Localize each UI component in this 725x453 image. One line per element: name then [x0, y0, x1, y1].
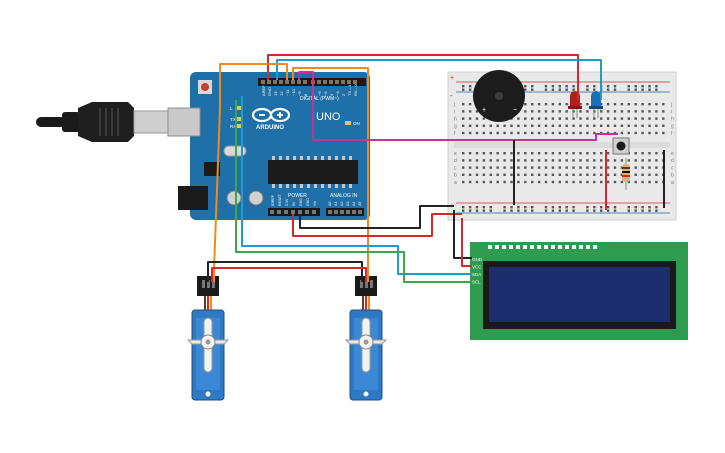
- digital-pin-label: ~11: [285, 89, 290, 96]
- servo-motor-icon-left: [186, 276, 230, 401]
- breadboard-row-letter: j: [453, 102, 455, 108]
- led-label-tx: TX: [230, 117, 236, 122]
- analog-pin-label: A0: [328, 202, 332, 206]
- breadboard-holes: [462, 85, 665, 212]
- power-pin-label: Vin: [313, 201, 317, 206]
- wire-magenta-button: [298, 71, 618, 141]
- breadboard-row-letter: e: [671, 151, 674, 157]
- digital-pin-label: GND: [267, 87, 272, 96]
- wire-servo-left-signal: [213, 63, 288, 282]
- breadboard-row-letter: g: [454, 124, 457, 130]
- wire-lcd-vcc: [461, 218, 472, 267]
- digital-pin-label: ~10: [291, 88, 296, 96]
- digital-pin-label: ~9: [297, 91, 302, 96]
- wire-servo-power: [211, 267, 367, 282]
- digital-pin-label: RX←0: [353, 83, 358, 96]
- resistor-icon: [622, 158, 630, 190]
- breadboard-row-letter: h: [671, 116, 674, 122]
- breadboard-row-letter: a: [454, 180, 457, 186]
- power-pin-label: RESET: [278, 193, 282, 206]
- pushbutton-icon: [612, 137, 630, 155]
- wire-gnd-rail: [299, 205, 454, 229]
- arduino-model: UNO: [316, 111, 341, 123]
- digital-pin-label: TX→1: [347, 84, 352, 96]
- wire-blue-led: [276, 59, 602, 100]
- breadboard-row-letter: b: [671, 173, 674, 179]
- wire-lcd-gnd: [453, 210, 472, 259]
- breadboard-row-letter: e: [454, 151, 457, 157]
- led-label-on: ON: [353, 121, 360, 126]
- digital-pin-label: ~6: [317, 91, 322, 96]
- wire-lcd-scl: [235, 100, 472, 283]
- led-label-rx: RX: [230, 124, 236, 129]
- breadboard-row-letter: b: [454, 173, 457, 179]
- servo-motor-icon-right: [344, 276, 388, 401]
- wire-red-led: [267, 54, 579, 100]
- breadboard-row-letter: i: [671, 109, 672, 115]
- svg-text:−: −: [513, 107, 517, 114]
- power-pin-label: 5V: [292, 201, 296, 206]
- digital-header-label: DIGITAL (PWM~): [300, 96, 339, 102]
- arduino-brand: ARDUINO: [256, 125, 284, 131]
- breadboard-row-letter: g: [671, 124, 674, 130]
- wire-5v-rail: [292, 213, 462, 237]
- digital-pin-label: 2: [341, 93, 346, 96]
- power-pin-label: 3.3V: [285, 198, 289, 206]
- digital-pin-label: ~3: [335, 91, 340, 96]
- arduino-logo-icon: [251, 107, 291, 123]
- digital-pin-label: 12: [279, 91, 284, 96]
- analog-header-label: ANALOG IN: [330, 193, 358, 199]
- analog-pin-label: A5: [358, 202, 362, 206]
- lcd-pin-labels: GND VCC SDA SCL: [472, 257, 483, 285]
- power-pin-label: GND: [306, 198, 310, 206]
- breadboard-row-letter: a: [671, 180, 674, 186]
- red-led-icon: [568, 91, 582, 118]
- breadboard-row-letter: c: [671, 165, 674, 171]
- analog-pin-label: A1: [334, 202, 338, 206]
- blue-led-icon: [589, 91, 603, 118]
- breadboard-row-letter: d: [671, 158, 674, 164]
- breadboard-row-letter: f: [671, 131, 673, 137]
- wire-servo-gnd: [207, 261, 363, 282]
- digital-pin-label: 8: [303, 93, 308, 96]
- breadboard-row-letter: h: [454, 116, 457, 122]
- lcd-pin-label: SDA: [472, 272, 481, 277]
- wire-lcd-sda: [241, 96, 472, 275]
- breadboard-row-letter: i: [454, 109, 455, 115]
- lcd-i2c-module: GND VCC SDA SCL: [470, 242, 688, 340]
- breadboard-row-letter: d: [454, 158, 457, 164]
- power-header-label: POWER: [288, 193, 307, 199]
- breadboard-row-letter: j: [670, 102, 672, 108]
- piezo-buzzer-icon: + −: [473, 70, 525, 122]
- digital-pin-label: AREF: [261, 85, 266, 96]
- analog-pin-label: A2: [340, 202, 344, 206]
- breadboard-row-letter: c: [454, 165, 457, 171]
- lcd-pin-label: VCC: [472, 265, 482, 270]
- wire-servo-right-signal: [292, 67, 369, 282]
- lcd-pin-label: GND: [472, 257, 483, 262]
- digital-pin-label: ~5: [323, 91, 328, 96]
- digital-pin-label: 13: [273, 91, 278, 96]
- analog-pin-label: A4: [352, 202, 356, 206]
- svg-text:+: +: [482, 107, 486, 114]
- breadboard-plus-top: +: [450, 75, 454, 82]
- led-label-l: L: [230, 106, 233, 111]
- power-pin-label: IOREF: [271, 194, 275, 206]
- wires: [207, 54, 665, 283]
- analog-pin-label: A3: [346, 202, 350, 206]
- lcd-pin-label: SCL: [472, 280, 481, 285]
- breadboard-row-letter: f: [454, 131, 456, 137]
- breadboard-minus-top: -: [450, 91, 453, 100]
- power-pin-label: GND: [299, 198, 303, 206]
- digital-pin-label: 4: [329, 93, 334, 96]
- usb-cable-icon: [36, 102, 169, 142]
